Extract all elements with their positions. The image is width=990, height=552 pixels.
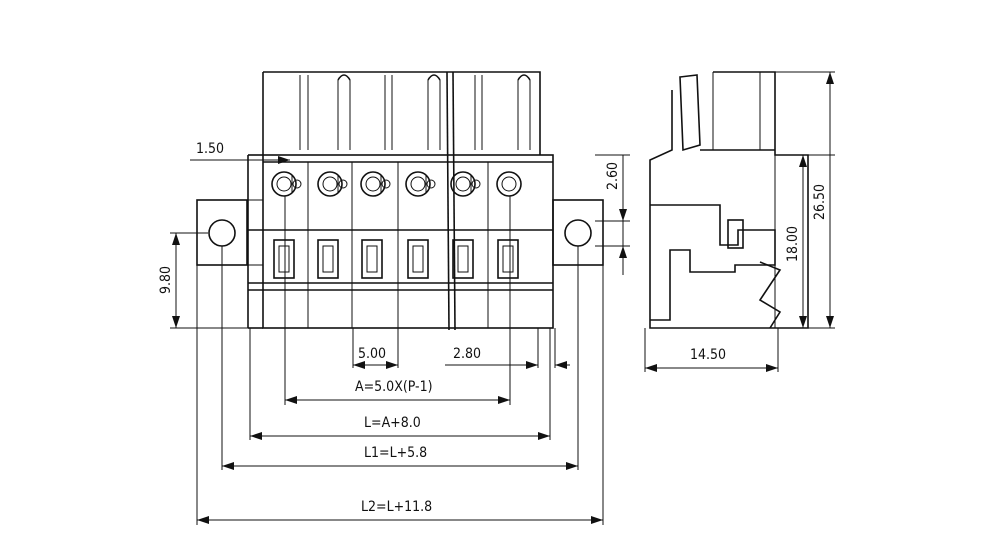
dim-height-total: 26.50 bbox=[812, 72, 834, 328]
housing bbox=[247, 154, 554, 329]
dim-depth: 14.50 bbox=[645, 347, 778, 372]
dim-label-formula-l1: L1=L+5.8 bbox=[364, 445, 427, 461]
dimension-lines: 1.50 9.80 2.60 5.00 2 bbox=[158, 72, 834, 524]
release-levers bbox=[262, 71, 541, 331]
opening-6 bbox=[496, 171, 522, 197]
front-view bbox=[170, 71, 630, 525]
dim-label-depth: 14.50 bbox=[690, 347, 726, 363]
dim-formula-l2: L2=L+11.8 bbox=[197, 499, 603, 524]
opening-2 bbox=[317, 171, 348, 197]
dim-pin-offset: 2.60 bbox=[605, 155, 627, 275]
dim-label-formula-l: L=A+8.0 bbox=[364, 415, 421, 431]
dim-label-pin-offset: 2.60 bbox=[605, 162, 621, 190]
dim-label-height-total: 26.50 bbox=[812, 184, 828, 220]
dim-label-formula-l2: L2=L+11.8 bbox=[361, 499, 432, 515]
dim-label-formula-a: A=5.0X(P-1) bbox=[355, 379, 433, 395]
dim-pitch: 5.00 bbox=[353, 346, 398, 369]
dim-label-height-front: 9.80 bbox=[158, 266, 174, 294]
extension-lines bbox=[170, 154, 630, 525]
dim-label-pitch: 5.00 bbox=[358, 346, 386, 362]
dim-formula-l: L=A+8.0 bbox=[250, 415, 550, 440]
dim-hole-offset: 2.80 bbox=[445, 346, 570, 369]
dim-label-height-body: 18.00 bbox=[785, 226, 801, 262]
wire-openings bbox=[271, 171, 522, 197]
dim-formula-a: A=5.0X(P-1) bbox=[285, 379, 510, 404]
dim-label-hole-offset: 2.80 bbox=[453, 346, 481, 362]
dim-formula-l1: L1=L+5.8 bbox=[222, 445, 578, 470]
opening-4 bbox=[405, 171, 436, 197]
dim-label-pitch-offset: 1.50 bbox=[196, 141, 224, 157]
dim-height-body: 18.00 bbox=[785, 155, 807, 328]
dim-height-front: 9.80 bbox=[158, 233, 180, 328]
opening-5 bbox=[450, 171, 481, 197]
pitch-lines bbox=[307, 162, 489, 328]
side-view bbox=[644, 71, 835, 372]
opening-1 bbox=[271, 171, 302, 197]
opening-3 bbox=[360, 171, 391, 197]
dim-pitch-offset: 1.50 bbox=[190, 141, 290, 164]
pin-slots bbox=[273, 239, 519, 279]
